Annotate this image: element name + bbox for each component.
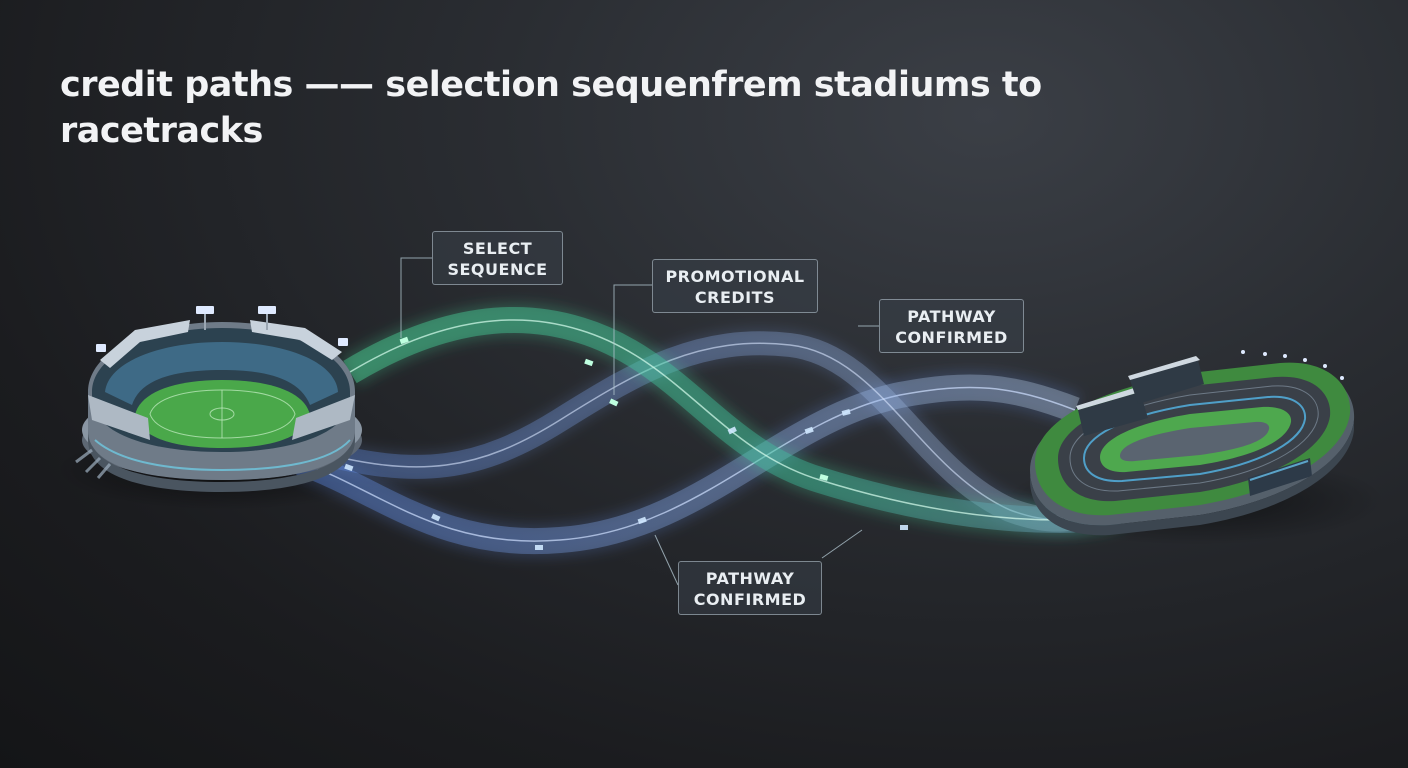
pathway-confirmed-label-top: PATHWAY CONFIRMED xyxy=(879,299,1024,353)
promotional-credits-label: PROMOTIONAL CREDITS xyxy=(652,259,818,313)
stadium xyxy=(76,306,362,492)
pathway-confirmed-label-bottom: PATHWAY CONFIRMED xyxy=(678,561,822,615)
select-sequence-label: SELECT SEQUENCE xyxy=(432,231,563,285)
